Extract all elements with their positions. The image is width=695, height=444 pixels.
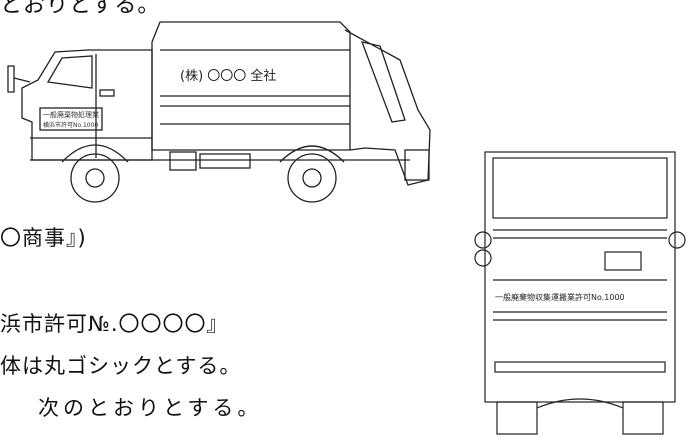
rear-light-left-1 — [474, 231, 492, 249]
side-mirror — [7, 65, 15, 93]
step-box — [169, 151, 197, 171]
rear-permit-label: 一般廃棄物収集運搬業許可No.1000 — [495, 292, 625, 302]
front-wheel-hub — [85, 168, 105, 188]
next-spec-line: 次のとおりとする。 — [38, 396, 263, 420]
door-label-2: 横浜市許可No.1000 — [43, 121, 98, 129]
door-label-1: 一般廃棄物処理業 — [43, 110, 99, 119]
rear-wheel-hub — [302, 168, 322, 188]
cab-door-handle — [99, 89, 115, 97]
door-label-box — [39, 107, 103, 131]
mirror-arm — [13, 77, 31, 83]
font-spec-line: 体は丸ゴシックとする。 — [0, 354, 242, 378]
body-company-label: (株) 〇〇〇 全社 — [180, 68, 276, 84]
fuel-tank — [199, 153, 251, 169]
hopper-tail — [404, 149, 430, 181]
rear-view-garbage-truck-drawing: 一般廃棄物収集運搬業許可No.1000 — [474, 151, 686, 435]
rear-wheel-right — [622, 401, 664, 435]
rear-wheel — [287, 153, 337, 203]
rear-wheel-left — [496, 401, 538, 435]
front-fender — [61, 144, 129, 163]
side-view-garbage-truck-drawing: 一般廃棄物処理業 横浜市許可No.1000 (株) 〇〇〇 全社 — [7, 21, 431, 203]
top-text-fragment: とおりとする。 — [0, 0, 161, 18]
rear-plate-box — [604, 251, 642, 271]
cab-window — [46, 55, 93, 89]
hopper-arm — [360, 41, 406, 123]
rear-bumper — [494, 361, 666, 373]
rear-light-right — [668, 231, 686, 249]
truck-cab — [21, 49, 153, 161]
rear-hopper — [344, 29, 431, 186]
rear-fender — [279, 145, 345, 163]
packer-body — [151, 21, 351, 151]
company-name-suffix: 〇商事』) — [0, 226, 87, 250]
rear-top-panel — [492, 157, 668, 219]
front-wheel — [70, 153, 120, 203]
permit-number-line: 浜市許可№.〇〇〇〇』 — [0, 312, 229, 336]
rear-light-left-2 — [474, 249, 492, 267]
rear-body-outline — [484, 151, 676, 403]
rear-axle — [536, 398, 624, 409]
